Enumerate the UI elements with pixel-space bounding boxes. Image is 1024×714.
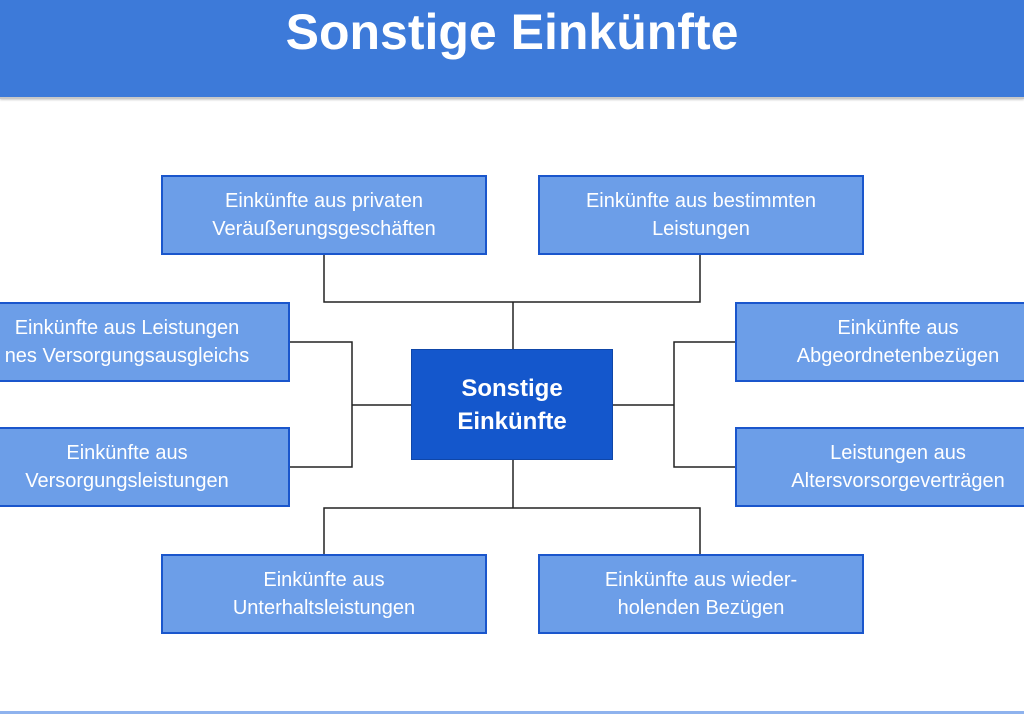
connector-right bbox=[673, 341, 735, 468]
node-recurring-payments: Einkünfte aus wieder- holenden Bezügen bbox=[538, 554, 864, 634]
connector-bottom bbox=[323, 507, 701, 554]
node-retirement-contracts: Leistungen aus Altersvorsorgeverträgen bbox=[735, 427, 1024, 507]
connector-top bbox=[323, 255, 701, 303]
footer-divider bbox=[0, 711, 1024, 714]
node-private-sales: Einkünfte aus privaten Veräußerungsgesch… bbox=[161, 175, 487, 255]
node-maintenance-payments: Einkünfte aus Versorgungsleistungen bbox=[0, 427, 290, 507]
connector-left bbox=[290, 341, 353, 468]
node-certain-services: Einkünfte aus bestimmten Leistungen bbox=[538, 175, 864, 255]
page-title: Sonstige Einkünfte bbox=[285, 4, 739, 60]
node-parliament-salaries: Einkünfte aus Abgeordnetenbezügen bbox=[735, 302, 1024, 382]
center-node: Sonstige Einkünfte bbox=[411, 349, 613, 460]
header-bar: Sonstige Einkünfte bbox=[0, 0, 1024, 99]
node-pension-equalization: Einkünfte aus Leistungen nes Versorgungs… bbox=[0, 302, 290, 382]
node-alimony: Einkünfte aus Unterhaltsleistungen bbox=[161, 554, 487, 634]
